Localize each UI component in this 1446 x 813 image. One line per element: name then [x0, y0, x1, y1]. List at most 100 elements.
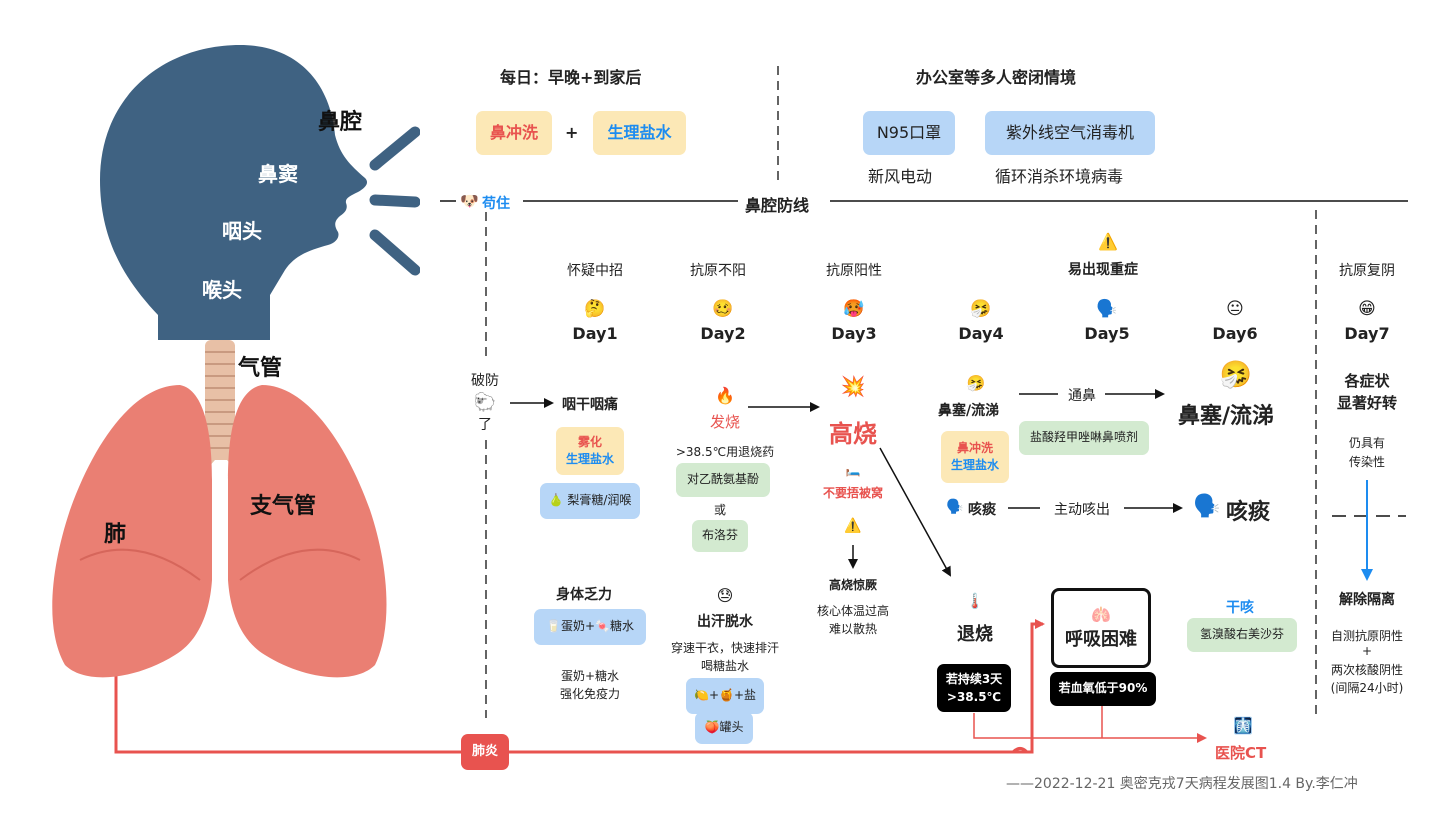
label-sinus: 鼻窦 — [258, 162, 298, 186]
uv-box: 紫外线空气消毒机 — [985, 111, 1155, 155]
fire-icon: 🔥 — [715, 386, 735, 405]
breach-text-1: 破防 — [471, 373, 499, 389]
milk-box: 🥛蛋奶+🍬糖水 — [534, 609, 646, 645]
convulsion-note-1: 核心体温过高 — [816, 604, 889, 618]
milk-note-1: 蛋奶+糖水 — [560, 669, 620, 683]
persist-line-1: 若持续3天 — [945, 672, 1003, 686]
label-pharynx: 咽头 — [222, 219, 262, 243]
nasal-spray-box: 盐酸羟甲唑啉鼻喷剂 — [1019, 421, 1149, 455]
sneeze-icon-d6: 🤧 — [1219, 360, 1253, 390]
label-nasal-cavity: 鼻腔 — [318, 110, 363, 135]
dry-cough-label: 干咳 — [1226, 600, 1254, 616]
thermometer-icon: 🌡️ — [965, 592, 985, 610]
drug-acetaminophen: 对乙酰氨基酚 — [676, 463, 770, 497]
convulsion-note-2: 难以散热 — [828, 622, 877, 636]
breathing-label: 呼吸困难 — [1065, 628, 1137, 650]
release-label: 解除隔离 — [1339, 592, 1395, 608]
sweat-icon: 😓 — [716, 586, 734, 605]
persist-line-2: >38.5℃ — [946, 690, 1002, 704]
convulsion-label: 高烧惊厥 — [828, 578, 877, 592]
better-2: 显著好转 — [1336, 394, 1397, 412]
office-title: 办公室等多人密闭情境 — [916, 68, 1077, 87]
saline-box: 生理盐水 — [593, 111, 686, 155]
hospital-ct-label: 医院CT — [1215, 744, 1267, 762]
day7-status: 抗原复阴 — [1339, 263, 1395, 279]
spray-line-2: 生理盐水 — [565, 452, 614, 466]
day2-icon: 🥴 — [712, 299, 734, 319]
sore-throat: 咽干咽痛 — [562, 397, 618, 413]
day7-label: Day7 — [1344, 324, 1390, 343]
fever-label: 发烧 — [709, 413, 740, 431]
wash-line-2: 生理盐水 — [950, 458, 999, 472]
day5-label: Day5 — [1084, 324, 1130, 343]
day6-icon: 😐 — [1226, 299, 1244, 319]
bed-icon: 🛏️ — [845, 463, 861, 477]
sheep-icon: 🐑 — [473, 392, 497, 413]
or-label: 或 — [713, 503, 726, 517]
better-1: 各症状 — [1344, 372, 1390, 390]
release-rule-1: 自测抗原阴性 — [1330, 629, 1403, 643]
day1-status: 怀疑中招 — [567, 263, 623, 279]
head-silhouette — [100, 45, 368, 340]
cough-icon-d4: 🗣️ — [946, 499, 964, 515]
fever-rule: >38.5℃用退烧药 — [675, 445, 775, 459]
anatomy-illustration — [52, 45, 420, 678]
sugar-salt-box: 🍋+🍯+盐 — [686, 678, 764, 714]
release-rule-2: + — [1361, 644, 1373, 658]
oxygen-box: 若血氧低于90% — [1050, 672, 1156, 706]
wash-box-d4: 鼻冲洗 生理盐水 — [941, 431, 1009, 483]
no-cover-label: 不要捂被窝 — [822, 486, 883, 500]
spray-line-1: 雾化 — [577, 434, 602, 449]
cough-out-label: 主动咳出 — [1054, 502, 1110, 518]
dog-icon: 🐶 — [460, 192, 479, 210]
spray-box: 雾化 生理盐水 — [556, 427, 624, 475]
lung-icon: 🫁 — [1091, 605, 1111, 625]
day2-label: Day2 — [700, 324, 746, 343]
pneumonia-badge: 肺炎 — [461, 734, 509, 770]
left-lung-shape — [52, 385, 213, 678]
day3-icon: 🥵 — [843, 299, 865, 319]
milk-note-2: 强化免疫力 — [559, 687, 620, 701]
day4-label: Day4 — [958, 324, 1004, 343]
drug-ibuprofen: 布洛芬 — [692, 520, 748, 552]
sneeze-icon-d4: 🤧 — [966, 374, 986, 392]
label-lung: 肺 — [104, 522, 127, 547]
release-rule-4: (间隔24小时) — [1330, 681, 1404, 695]
boom-icon: 💥 — [840, 374, 866, 398]
day4-icon: 🤧 — [970, 299, 992, 319]
nasal-wash-box: 鼻冲洗 — [476, 111, 552, 155]
label-bronchi: 支气管 — [250, 494, 317, 519]
stuffy-label-d6: 鼻塞/流涕 — [1178, 404, 1275, 429]
canned-fruit-box: 🍑罐头 — [695, 712, 753, 744]
fever-down-label: 退烧 — [957, 624, 993, 645]
sweat-note-1: 穿速干衣，快速排汗 — [670, 641, 779, 655]
footer-credit: ——2022-12-21 奥密克戎7天病程发展图1.4 By.李仁冲 — [1006, 776, 1358, 792]
n95-box: N95口罩 — [863, 111, 955, 155]
day7-icon: 😁 — [1358, 299, 1376, 319]
breathing-box: 🫁 呼吸困难 — [1051, 588, 1151, 668]
goutzhu-label: 苟住 — [482, 196, 510, 212]
release-rule-3: 两次核酸阴性 — [1330, 663, 1403, 677]
wash-line-1: 鼻冲洗 — [956, 440, 993, 455]
severe-label: 易出现重症 — [1068, 262, 1138, 278]
sweat-label: 出汗脱水 — [697, 614, 753, 630]
day6-label: Day6 — [1212, 324, 1258, 343]
dry-cough-drug-box: 氢溴酸右美沙芬 — [1187, 618, 1297, 652]
high-fever-label: 高烧 — [829, 420, 877, 448]
unblock-label: 通鼻 — [1068, 388, 1096, 404]
infect-2: 传染性 — [1348, 455, 1385, 469]
uv-desc: 循环消杀环境病毒 — [995, 167, 1124, 186]
day1-icon: 🤔 — [584, 299, 606, 319]
fatigue-label: 身体乏力 — [556, 587, 612, 603]
label-trachea: 气管 — [238, 356, 283, 381]
xray-icon: 🩻 — [1233, 716, 1253, 735]
day5-icon: 🗣️ — [1096, 299, 1118, 319]
sweat-note-2: 喝糖盐水 — [700, 659, 749, 673]
right-lung-shape — [228, 385, 387, 678]
day3-label: Day3 — [831, 324, 877, 343]
persist-box: 若持续3天 >38.5℃ — [937, 664, 1011, 712]
warning-small-icon: ⚠️ — [844, 518, 862, 534]
stuffy-label-d4: 鼻塞/流涕 — [938, 403, 1000, 419]
cough-label-d4: 咳痰 — [968, 502, 996, 518]
